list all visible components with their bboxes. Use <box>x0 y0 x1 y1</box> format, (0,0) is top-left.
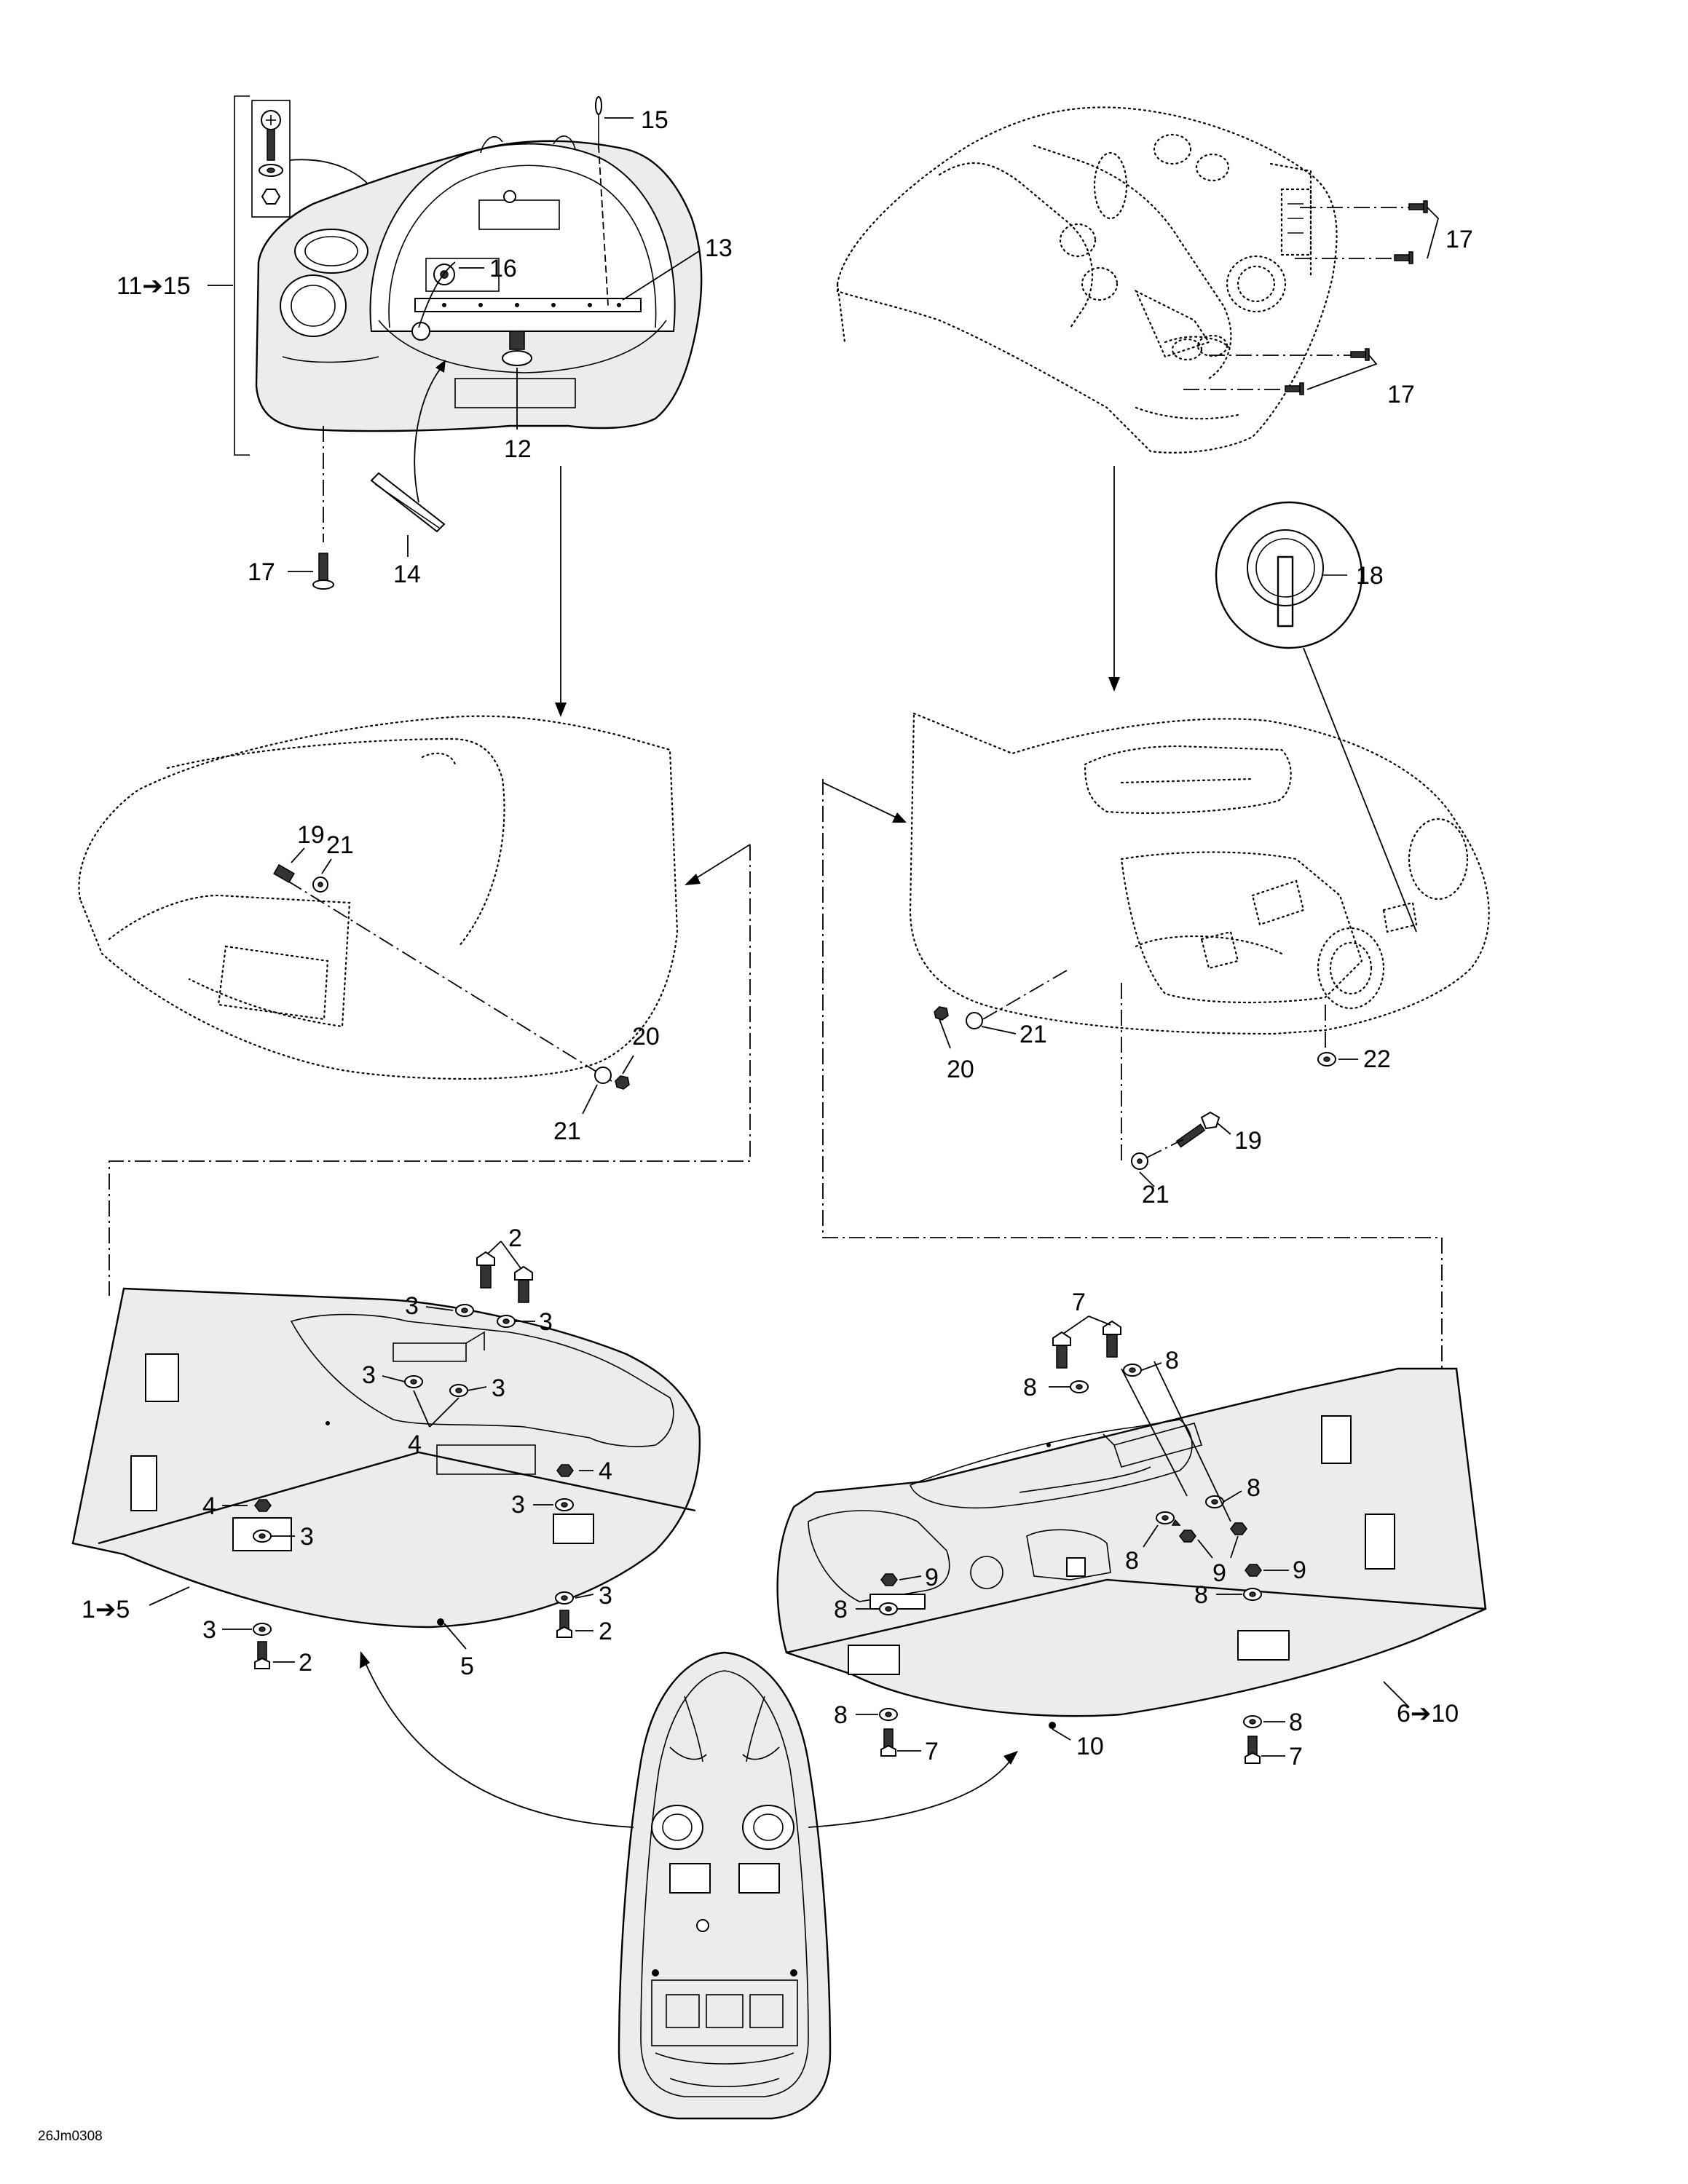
bolts-7-right-top <box>1052 1320 1121 1369</box>
switch-panel <box>1280 188 1312 256</box>
callout-8-e: 8 <box>834 1596 848 1623</box>
bolt-19-right <box>1131 1111 1220 1170</box>
callout-8-d: 8 <box>1125 1547 1139 1575</box>
callout-3-h: 3 <box>202 1616 216 1644</box>
callout-18: 18 <box>1356 562 1384 590</box>
callout-5: 5 <box>460 1653 474 1680</box>
callout-7-right-bottom-a: 7 <box>925 1738 939 1765</box>
callout-8-g: 8 <box>834 1701 848 1729</box>
callout-7-right-top: 7 <box>1072 1289 1086 1316</box>
callout-21-left-top: 21 <box>326 831 354 859</box>
nut-washer-20-21-right <box>934 1006 983 1029</box>
callout-8-c: 8 <box>1247 1474 1261 1502</box>
callout-15: 15 <box>641 106 669 134</box>
callout-13: 13 <box>705 234 733 262</box>
callout-14: 14 <box>393 561 421 588</box>
screws-17-right <box>1285 200 1428 395</box>
washers-8-right <box>879 1364 1262 1728</box>
washers-3-left <box>253 1304 574 1636</box>
bolts-7-right-bottom <box>880 1728 1261 1764</box>
callout-12: 12 <box>504 435 532 463</box>
callout-2-left-bottom-b: 2 <box>599 1618 612 1645</box>
callout-8-h: 8 <box>1289 1709 1303 1736</box>
screw-washer-nut-stack <box>259 110 283 205</box>
bolt-19-left <box>273 863 630 1090</box>
callout-9-b: 9 <box>925 1564 939 1591</box>
callout-4-b: 4 <box>202 1492 216 1520</box>
callout-9-c: 9 <box>1293 1556 1306 1584</box>
panel-left <box>71 1287 701 1629</box>
callout-8-b: 8 <box>1165 1347 1179 1374</box>
detail-circle-18: 18 <box>1215 501 1384 649</box>
callout-1-5: 1➔5 <box>82 1596 130 1623</box>
callout-4-a: 4 <box>408 1431 422 1458</box>
callout-17-right-bottom: 17 <box>1387 381 1415 408</box>
assembly-arrows <box>555 466 1120 717</box>
callout-3-g: 3 <box>599 1582 612 1610</box>
figure-code: 26Jm0308 <box>38 2129 103 2144</box>
callout-9-a: 9 <box>1212 1559 1226 1587</box>
callout-3-b: 3 <box>539 1308 553 1336</box>
callout-11-15: 11➔15 <box>117 272 191 300</box>
panel-assembly-bottom-left: 2 3 3 3 3 4 4 4 3 3 3 3 1➔5 2 2 5 <box>71 1224 701 1680</box>
callout-4-c: 4 <box>599 1457 612 1485</box>
callout-6-10: 6➔10 <box>1397 1700 1459 1728</box>
bolts-2-left-top <box>476 1251 533 1303</box>
callout-3-c: 3 <box>362 1361 376 1389</box>
bolts-2-left-bottom <box>254 1610 572 1669</box>
callout-3-d: 3 <box>492 1374 505 1402</box>
callout-20-right: 20 <box>947 1056 974 1083</box>
screw-17-left <box>312 553 334 590</box>
callout-19-right: 19 <box>1234 1127 1262 1155</box>
callout-3-e: 3 <box>511 1491 525 1519</box>
callout-17-right-top: 17 <box>1446 226 1473 253</box>
callout-22: 22 <box>1363 1045 1391 1073</box>
boat-top-view <box>360 1651 1018 2120</box>
callout-7-right-bottom-b: 7 <box>1289 1743 1303 1770</box>
callout-17-left: 17 <box>248 558 275 586</box>
callout-16: 16 <box>489 255 517 282</box>
callout-3-a: 3 <box>405 1292 419 1320</box>
callout-19-left: 19 <box>297 821 325 849</box>
deck-mid-right: 21 20 22 19 21 <box>822 712 1490 1376</box>
callout-21-right-bottom: 21 <box>1142 1181 1170 1208</box>
callout-2-left-bottom-a: 2 <box>299 1649 312 1677</box>
callout-21-right-top: 21 <box>1019 1021 1047 1048</box>
callout-20-left: 20 <box>632 1023 660 1051</box>
nut-22 <box>1317 1052 1336 1067</box>
callout-10: 10 <box>1076 1733 1104 1760</box>
console-assembly-top-left: 15 13 16 11➔15 12 14 17 <box>117 95 733 590</box>
callout-21-left-bottom: 21 <box>553 1117 581 1145</box>
callout-8-f: 8 <box>1194 1581 1208 1609</box>
nuts-9-right <box>880 1519 1262 1586</box>
callout-3-f: 3 <box>300 1523 314 1551</box>
deck-mid-left: 19 21 20 21 <box>78 715 751 1296</box>
callout-8-a: 8 <box>1023 1374 1037 1401</box>
callout-2-left-top: 2 <box>508 1224 522 1252</box>
nuts-4-left <box>254 1464 574 1512</box>
panel-assembly-bottom-right: 7 8 8 8 8 9 9 9 8 8 8 8 7 7 10 6➔10 <box>776 1289 1487 1770</box>
dashboard-top-right: 17 17 18 <box>836 106 1473 933</box>
